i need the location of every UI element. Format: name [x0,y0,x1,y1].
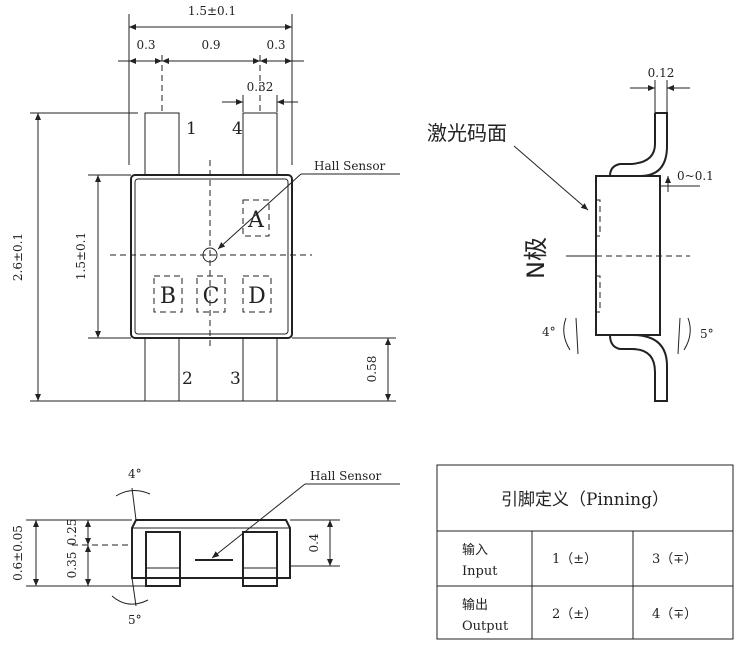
front-body [131,519,291,579]
pad-a-label: A [247,208,265,233]
pad-b [153,275,183,313]
row-input-label-cn: 输入 [462,542,488,558]
marking-face-label: 激光码面 [427,121,507,145]
dim-left-gap: 0.3 [136,38,155,52]
row-output-col1: 2（±） [552,607,597,622]
row-input-label-en: Input [462,564,498,579]
pin-4-label: 4 [232,119,243,139]
dim-lead-width: 0.32 [247,80,274,94]
side-angle-right: 5° [700,327,714,341]
pin-2-label: 2 [182,369,193,389]
dim-total-height: 0.6±0.05 [11,525,25,581]
front-lead-right [242,531,278,587]
side-angle-left: 4° [542,325,556,339]
row-output-label-cn: 输出 [462,597,488,613]
dim-right-gap: 0.3 [266,38,285,52]
row-input-col2: 3（∓） [652,552,697,567]
front-angle-bottom: 5° [128,613,142,627]
lead-2 [144,337,180,402]
dim-lower: 0.35 [65,552,79,579]
front-lead-left [145,531,181,587]
pin-1-label: 1 [186,119,197,139]
dim-overall-height: 2.6±0.1 [11,233,25,281]
pad-a [242,199,270,237]
pad-c-label: C [203,284,220,309]
side-view: 0.12 0~0.1 激光码面 N极 4° 5° [427,66,714,402]
lead-3 [242,337,278,402]
dim-body-height: 1.5±0.1 [74,232,88,280]
dim-upper: 0.25 [65,519,79,546]
dim-lead-thickness: 0.12 [648,66,675,80]
pad-c [196,275,226,313]
dim-front-body: 0.4 [307,533,321,552]
dim-lead-length: 0.58 [365,356,379,383]
front-view: Hall Sensor 0.6±0.05 0.25 0.35 0.4 4° 5° [11,467,400,627]
pin-3-label: 3 [230,369,241,389]
pinning-table: 引脚定义（Pinning） 输入 Input 1（±） 3（∓） 输出 Outp… [436,464,734,640]
package-body [130,174,293,339]
pinning-table-title: 引脚定义（Pinning） [501,490,669,510]
lead-4 [242,112,278,176]
hall-sensor-label-front: Hall Sensor [310,469,382,483]
top-view: 1.5±0.1 0.3 0.9 0.3 0.32 1 4 2 3 [11,4,400,402]
hall-sensor-marker [202,247,218,263]
dim-standoff: 0~0.1 [677,169,714,183]
dim-lead-pitch: 0.9 [201,38,220,52]
pad-b-label: B [160,284,176,309]
pad-d [242,275,272,313]
row-input-col1: 1（±） [552,552,597,567]
row-output-label-en: Output [462,619,509,634]
row-output-col2: 4（∓） [652,607,697,622]
dim-overall-width: 1.5±0.1 [188,4,236,18]
pad-d-label: D [248,284,266,309]
hall-sensor-label-top: Hall Sensor [314,159,386,173]
front-angle-top: 4° [128,467,142,481]
lead-1 [144,112,180,176]
n-pole-label: N极 [522,237,550,279]
